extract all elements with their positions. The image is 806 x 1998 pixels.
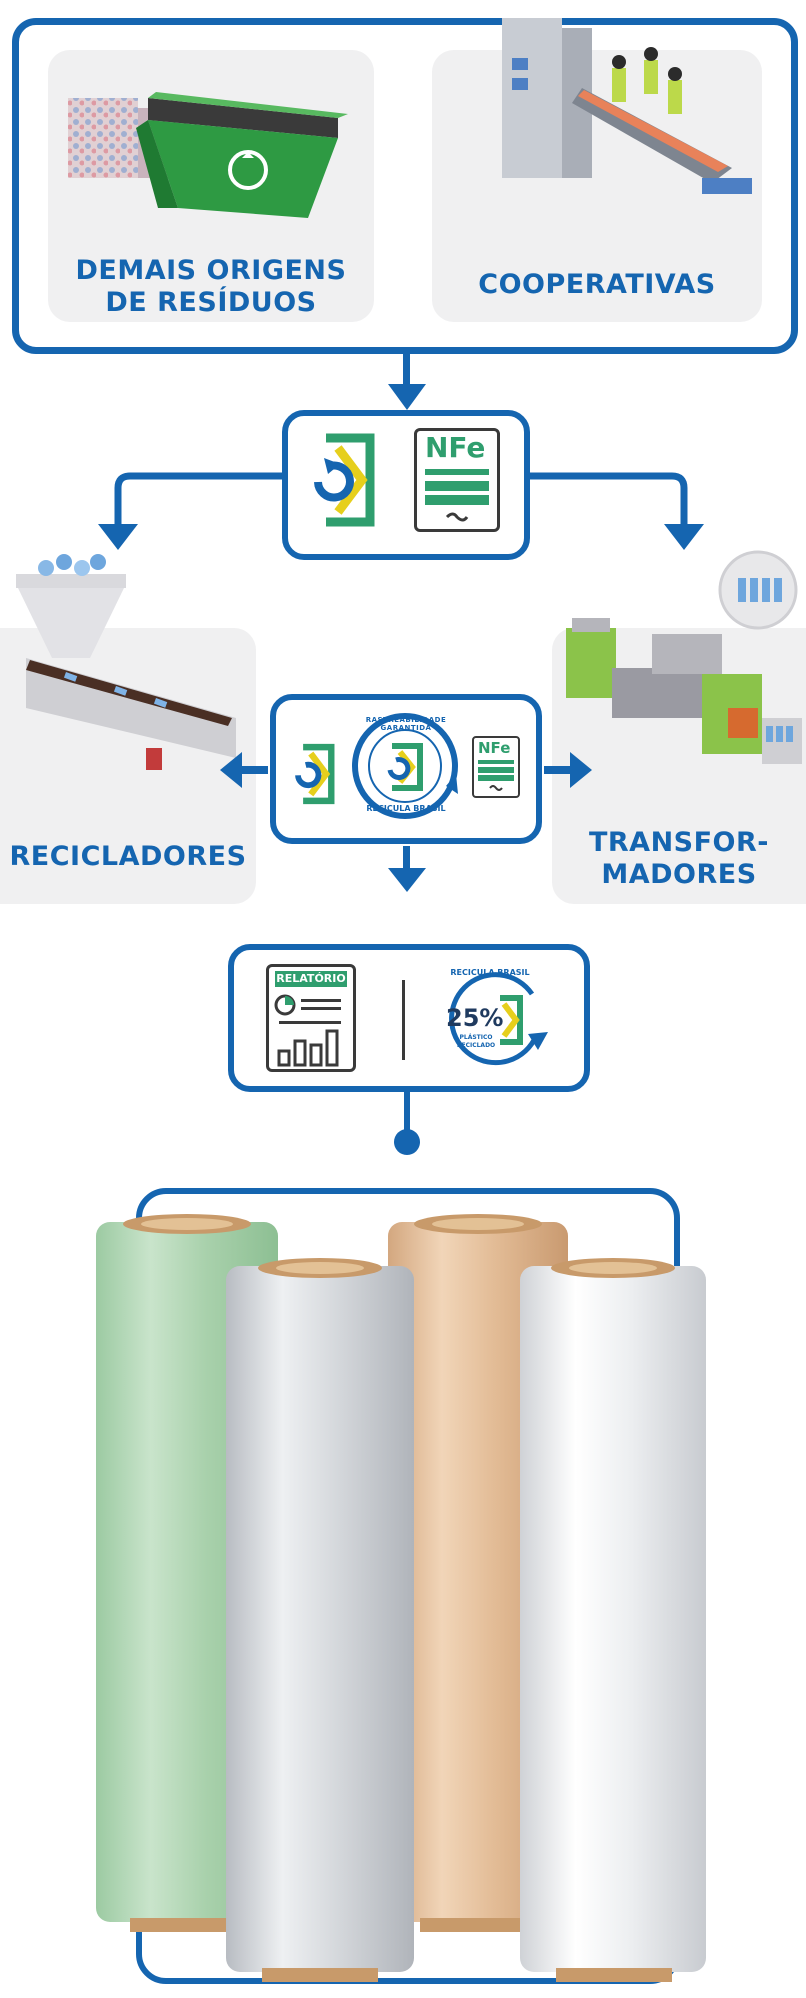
sorting-cooperative-illustration <box>502 18 752 194</box>
nfe-lines-icon <box>425 469 489 522</box>
report-box <box>228 944 590 1092</box>
badge-top-text: RECICULA BRASIL <box>450 968 530 977</box>
card-converters-label-line2: MADORES <box>601 859 757 890</box>
card-converters-label-line1: TRANSFOR- <box>588 827 770 858</box>
recicula-logo-icon <box>314 433 375 527</box>
report-label: RELATÓRIO <box>275 971 347 987</box>
recycling-machine-illustration <box>16 554 236 770</box>
card-recyclers-label: RECICLADORES <box>9 841 247 872</box>
arrow-down-icon <box>388 846 426 892</box>
waste-dumpster-illustration <box>68 92 348 218</box>
arrow-down-icon <box>388 354 426 410</box>
seal-arc-text: RASTREABILIDADE GARANTIDA <box>365 716 447 732</box>
nfe-small-lines-icon <box>478 760 514 791</box>
badge-percent: 25% <box>446 1004 504 1032</box>
nfe-label: NFe <box>425 431 486 464</box>
seal-bottom-text: RECICULA BRASIL <box>366 804 446 813</box>
recicula-logo-small-icon <box>295 743 335 805</box>
nfe-small-document-icon: NFe <box>472 736 520 798</box>
nfe-document-icon: NFe <box>414 428 500 532</box>
card-cooperatives: COOPERATIVAS <box>432 18 762 322</box>
badge-bottom-text: PLÁSTICO RECICLADO <box>456 1034 496 1049</box>
sources-frame <box>12 18 798 354</box>
nfe-small-label: NFe <box>478 739 511 757</box>
traceability-docs-box <box>282 410 530 560</box>
branch-connector-lines <box>98 472 704 550</box>
report-chart-icon <box>274 994 341 1067</box>
arrow-left-icon <box>220 752 268 788</box>
stretch-film-rolls-illustration <box>96 1214 706 1982</box>
recycled-content-badge-icon <box>449 972 548 1066</box>
report-connector-line <box>394 1092 420 1155</box>
card-other-waste-origins: DEMAIS ORIGENS DE RESÍDUOS <box>48 50 374 322</box>
report-document-icon: RELATÓRIO <box>266 964 356 1072</box>
arrow-right-icon <box>544 752 592 788</box>
bottling-machine-illustration <box>566 550 802 764</box>
report-divider <box>402 980 405 1060</box>
card-other-waste-label-line2: DE RESÍDUOS <box>105 287 317 318</box>
card-other-waste-label-line1: DEMAIS ORIGENS <box>75 255 347 286</box>
card-cooperatives-label: COOPERATIVAS <box>478 269 716 300</box>
guaranteed-traceability-seal-icon <box>352 713 458 819</box>
